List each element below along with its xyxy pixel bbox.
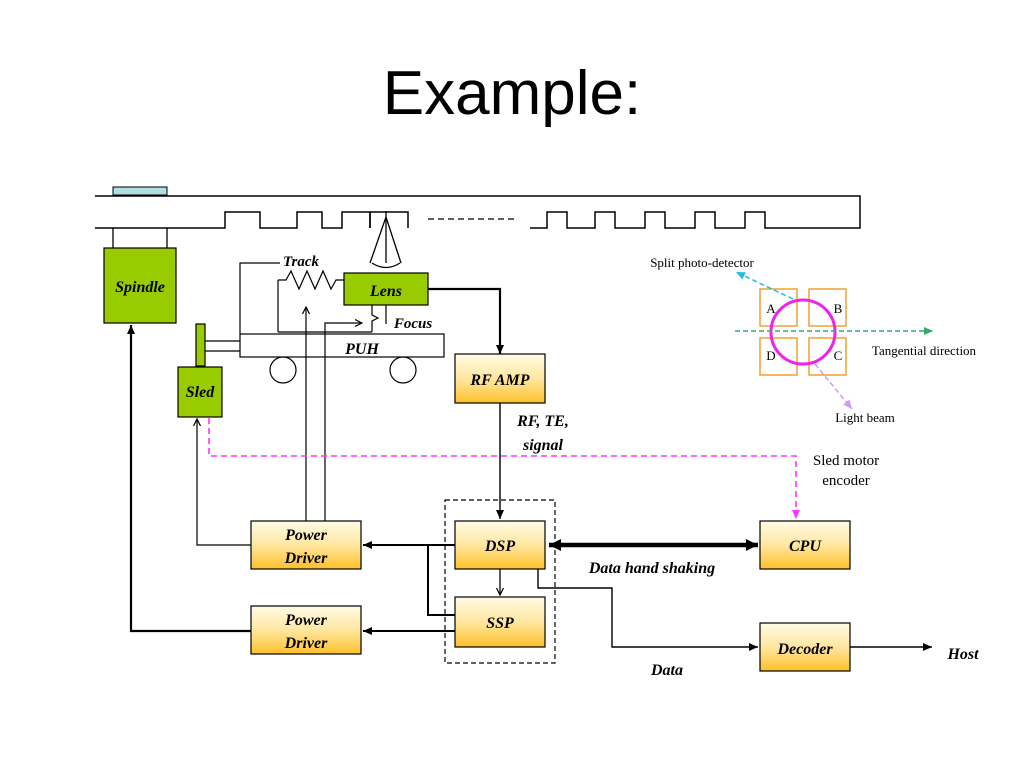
disc-label-strip (112, 186, 168, 196)
quadrant-d-label: D (766, 348, 775, 363)
split-photo-detector-label: Split photo-detector (650, 255, 754, 270)
focus-label: Focus (393, 316, 433, 332)
power-driver-bottom-line2: Driver (284, 635, 328, 652)
power-driver-bottom-block: Power Driver (250, 605, 362, 655)
dsp-to-decoder-wire (537, 569, 758, 651)
lens-block: Lens (343, 272, 429, 306)
dsp-block: DSP (454, 520, 546, 570)
ssp-label: SSP (486, 615, 514, 632)
power-driver-to-focus-wire (324, 323, 362, 521)
disc-track-pit (369, 211, 409, 228)
dsp-ssp-group-boundary (444, 499, 556, 664)
slide-title: Example: (382, 59, 642, 128)
quadrant-c-label: C (834, 348, 843, 363)
power-driver-to-spindle-wire (127, 325, 251, 633)
quadrant-b (808, 288, 847, 327)
power-driver-top-line2: Driver (284, 550, 328, 567)
sled-encoder-to-cpu-wire (208, 418, 800, 519)
track-label: Track (283, 254, 320, 270)
host-label: Host (946, 646, 979, 663)
quadrant-d (759, 337, 798, 376)
light-beam-arrow (814, 363, 853, 410)
split-detector-arrow (735, 271, 794, 300)
sled-motor-encoder-label-line1: Sled motor (813, 453, 879, 469)
power-driver-to-sled-wire (197, 419, 251, 546)
rf-te-signal-label-line1: RF, TE, (516, 413, 569, 430)
disc-cross-section (95, 186, 861, 229)
tangential-direction-label: Tangential direction (872, 343, 977, 358)
spindle-shaft (112, 228, 168, 248)
power-driver-bottom-line1: Power (284, 612, 328, 629)
spindle-label: Spindle (115, 279, 165, 296)
rf-amp-label: RF AMP (469, 372, 529, 389)
data-label: Data (650, 662, 683, 679)
sled-motor-encoder-label-line2: encoder (822, 473, 869, 489)
disc-track-left (95, 211, 371, 229)
lens-to-rfamp-wire (428, 287, 504, 354)
power-driver-top-block: Power Driver (250, 520, 362, 570)
quadrant-a (759, 288, 798, 327)
sled-label: Sled (186, 384, 215, 401)
split-photo-detector: A B C D (735, 271, 933, 410)
light-beam-label: Light beam (835, 410, 895, 425)
power-driver-top-line1: Power (284, 527, 328, 544)
puh-wheel-right (389, 356, 417, 384)
decoder-label: Decoder (776, 641, 833, 658)
quadrant-a-label: A (766, 301, 776, 316)
focus-spring (371, 305, 380, 332)
sled-block: Sled (177, 323, 223, 418)
ssp-block: SSP (454, 596, 546, 648)
decoder-block: Decoder (759, 622, 851, 672)
puh-label: PUH (344, 341, 379, 358)
disc-track-right (95, 195, 861, 229)
rf-te-signal-label-line2: signal (522, 437, 564, 454)
quadrant-b-label: B (834, 301, 843, 316)
puh-wheel-left (269, 356, 297, 384)
beam-spot-circle (769, 298, 837, 366)
cpu-label: CPU (789, 538, 822, 555)
quadrant-c (808, 337, 847, 376)
sled-post (195, 323, 206, 367)
track-spring (278, 269, 344, 291)
spindle-block: Spindle (103, 247, 177, 324)
puh-carriage (205, 333, 445, 384)
rf-amp-block: RF AMP (454, 353, 546, 404)
cpu-block: CPU (759, 520, 851, 570)
lens-label: Lens (369, 283, 402, 300)
dsp-label: DSP (484, 538, 515, 555)
laser-beam-cone (369, 211, 402, 269)
data-hand-shaking-label: Data hand shaking (588, 560, 715, 577)
